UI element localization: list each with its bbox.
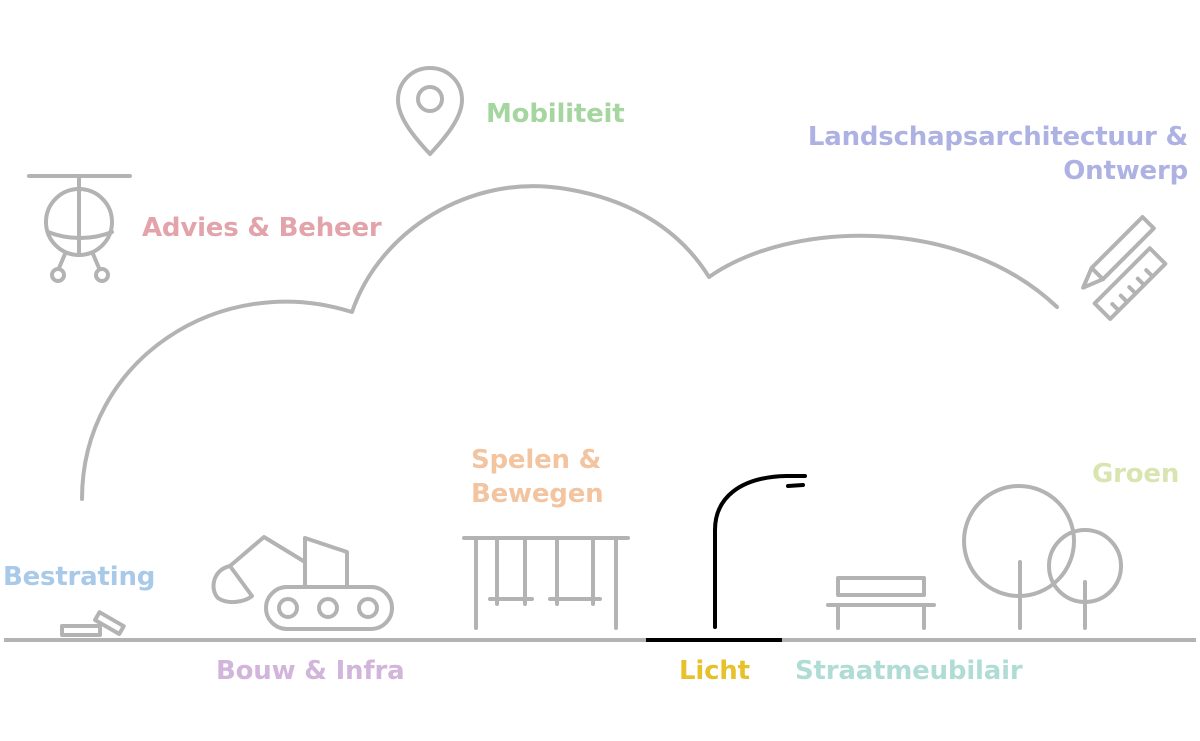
service-label-licht[interactable]: Licht <box>679 656 750 686</box>
pencil-ruler-icon[interactable] <box>1077 214 1168 321</box>
service-label-groen[interactable]: Groen <box>1092 459 1180 489</box>
paving-stone-icon[interactable] <box>60 610 126 637</box>
service-label-spelen-bewegen[interactable]: Spelen & Bewegen <box>471 443 604 511</box>
service-label-bouw-infra[interactable]: Bouw & Infra <box>216 656 405 686</box>
service-label-mobiliteit[interactable]: Mobiliteit <box>486 99 625 129</box>
trees-icon[interactable] <box>962 484 1123 630</box>
map-pin-icon[interactable] <box>396 66 464 156</box>
excavator-icon[interactable] <box>211 535 394 631</box>
swing-set-icon[interactable] <box>462 536 630 630</box>
label-line: Spelen & <box>471 445 602 475</box>
street-lamp-icon[interactable] <box>713 474 807 629</box>
helicopter-icon[interactable] <box>27 174 132 283</box>
service-label-advies-beheer[interactable]: Advies & Beheer <box>142 213 382 243</box>
label-line: Landschapsarchitectuur & <box>807 122 1188 152</box>
label-line: Bewegen <box>471 479 604 509</box>
label-line: Ontwerp <box>1063 156 1188 186</box>
service-label-bestrating[interactable]: Bestrating <box>3 562 156 592</box>
service-label-landschapsarchitectuur[interactable]: Landschapsarchitectuur & Ontwerp <box>808 120 1188 188</box>
service-label-straatmeubilair[interactable]: Straatmeubilair <box>795 656 1023 686</box>
cloud-outline <box>80 184 1059 501</box>
bench-icon[interactable] <box>826 576 936 630</box>
